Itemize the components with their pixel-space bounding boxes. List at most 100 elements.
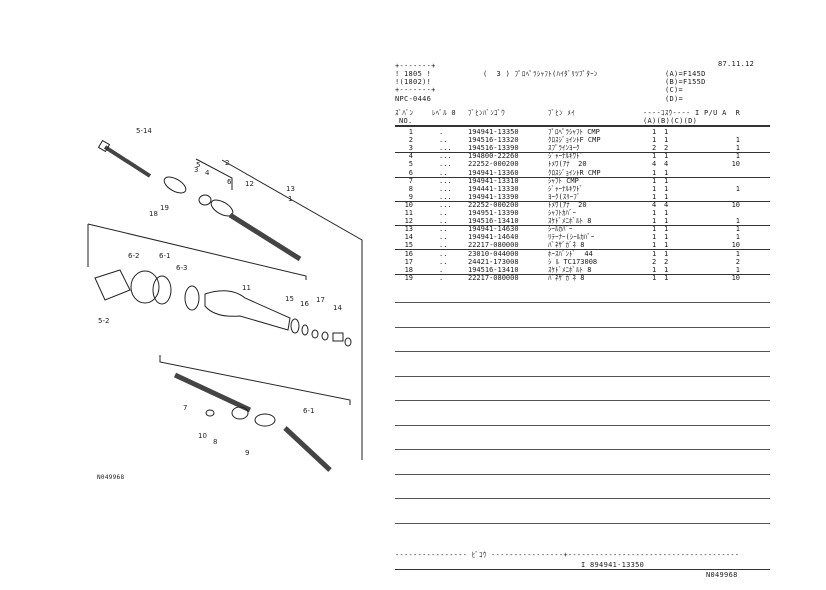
cell-no: 16 (404, 249, 413, 258)
cell-name: ﾊﾞﾈｻﾞｶﾞﾈ 8 (548, 241, 585, 250)
cell-no: 6 (408, 168, 413, 177)
cell-a: 1 (652, 273, 657, 282)
group-separator (395, 176, 770, 178)
cell-b: 1 (664, 192, 669, 201)
cell-name: ｼｬﾌﾄｶﾊﾞｰ (548, 209, 576, 217)
cell-part: 194941-14640 (468, 233, 519, 242)
cell-pu: 2 (735, 257, 740, 266)
cell-part: 22217-080000 (468, 273, 519, 282)
cell-name: ﾄﾒﾜ(ｱﾅ 20 (548, 200, 587, 209)
callout-label: 16 (300, 300, 309, 308)
cell-part: 194800-22260 (468, 152, 519, 161)
cell-name: ｽﾌﾟﾗｲﾝﾖｰｸ (548, 144, 580, 153)
group-code: ! 1805 ! (395, 70, 432, 78)
col-part-no: ﾌﾞﾋﾝﾊﾞﾝｺﾞｳ (468, 109, 506, 117)
cell-part: 22252-000200 (468, 160, 519, 169)
cell-pu: 10 (731, 160, 740, 169)
col-no2: NO. (399, 117, 413, 125)
cell-b: 4 (664, 160, 669, 169)
col-no: ｽﾞﾊﾞﾝ (395, 109, 414, 117)
cell-b: 1 (664, 233, 669, 242)
cell-level: . (439, 273, 444, 282)
cell-a: 2 (652, 257, 657, 266)
cell-name: ｼﾞｬｰﾅﾙｷﾜﾄﾞ (548, 184, 583, 193)
cell-level: ... (439, 152, 452, 161)
callout-label: 9 (245, 449, 249, 457)
header-rule (395, 125, 770, 127)
cell-a: 4 (652, 160, 657, 169)
cell-name: ｽｹﾄﾞﾒﾆﾎﾞﾙﾄ 8 (548, 217, 592, 226)
cell-level: .. (439, 136, 448, 145)
callout-label: 6 (227, 178, 232, 186)
cell-b: 1 (664, 225, 669, 234)
assembly-ref: I 894941-13350 (581, 561, 645, 569)
cell-no: 17 (404, 257, 413, 266)
callout-label: 8 (213, 438, 217, 446)
cell-level: . (439, 128, 444, 136)
cell-pu: 10 (731, 200, 740, 209)
model-b: (B)=F155D (665, 78, 706, 86)
cell-pu: 10 (731, 273, 740, 282)
cell-a: 1 (652, 265, 657, 274)
cell-b: 1 (664, 241, 669, 250)
cell-a: 1 (652, 176, 657, 185)
cell-part: 194941-14630 (468, 225, 519, 234)
cell-part: 194516-13410 (468, 265, 519, 274)
cell-a: 1 (652, 152, 657, 161)
callout-label: 1 (288, 195, 292, 203)
cell-b: 1 (664, 265, 669, 274)
cell-name: ﾖｰｸ(ｽﾘｰﾌﾞ (548, 192, 581, 201)
cell-part: 194941-13350 (468, 128, 519, 136)
cell-b: 1 (664, 176, 669, 185)
cell-a: 1 (652, 184, 657, 193)
cell-pu: 10 (731, 241, 740, 250)
cell-name: ｼｬﾌﾄ CMP (548, 176, 579, 185)
cell-part: 23010-044000 (468, 249, 519, 258)
group-separator (395, 273, 770, 275)
cell-part: 194516-13320 (468, 136, 519, 145)
group-box-top: +-------+ (395, 62, 436, 70)
blank-row-line (395, 523, 770, 524)
cell-b: 1 (664, 152, 669, 161)
cell-name: ｸﾛｽｼﾞｮｲﾝﾄR CMP (548, 168, 601, 177)
cell-part: 194951-13390 (468, 209, 519, 217)
callout-label: 10 (198, 432, 207, 440)
blank-row-line (395, 474, 770, 475)
cell-b: 1 (664, 128, 669, 136)
cell-level: ... (439, 200, 452, 209)
callout-label: 7 (183, 404, 187, 412)
blank-row-line (395, 449, 770, 450)
cell-no: 2 (408, 136, 413, 145)
cell-no: 18 (404, 265, 413, 274)
cell-no: 4 (408, 152, 413, 161)
cell-a: 2 (652, 144, 657, 153)
cell-no: 1 (408, 128, 413, 136)
diagram-code: N049968 (97, 474, 125, 481)
cell-no: 11 (404, 209, 413, 217)
group-separator (395, 152, 770, 154)
cell-a: 1 (652, 241, 657, 250)
callout-label: 19 (160, 204, 169, 212)
cell-level: .. (439, 217, 448, 226)
cell-part: 22217-080000 (468, 241, 519, 250)
cell-no: 14 (404, 233, 413, 242)
cell-pu: 1 (735, 217, 740, 226)
cell-part: 24421-173008 (468, 257, 519, 266)
callout-label: 3 (194, 166, 198, 174)
cell-b: 1 (664, 209, 669, 217)
cell-b: 1 (664, 184, 669, 193)
cell-part: 194941-13310 (468, 176, 519, 185)
cell-a: 1 (652, 192, 657, 201)
callout-label: 6-2 (128, 252, 139, 260)
group-separator (395, 200, 770, 202)
cell-no: 3 (408, 144, 413, 153)
